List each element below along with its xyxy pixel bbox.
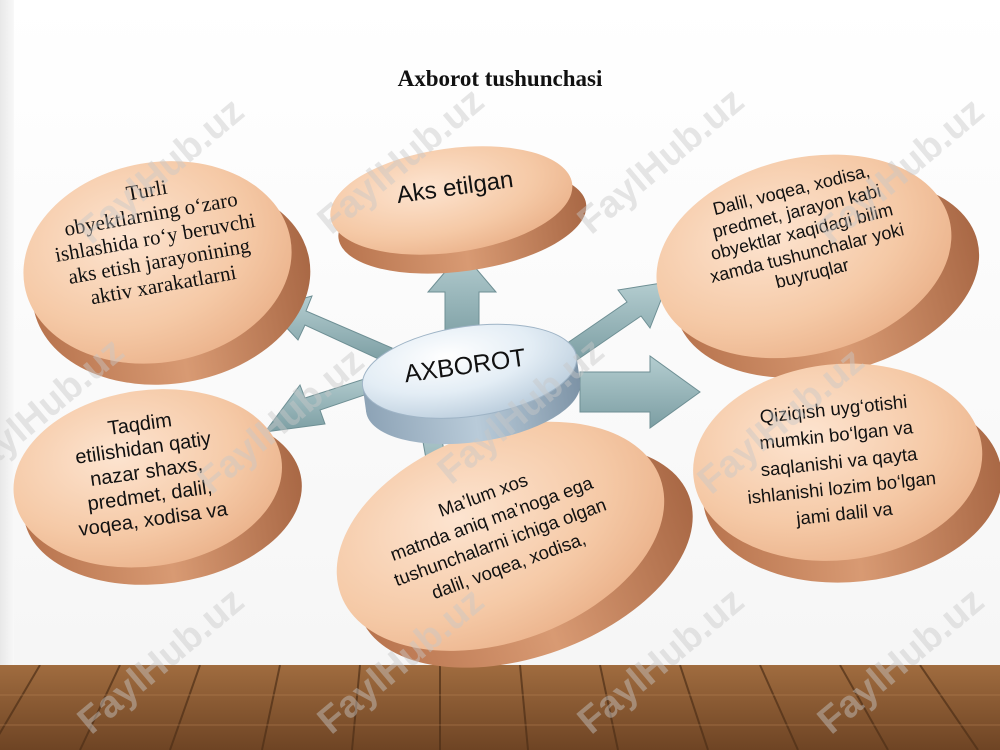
node-bottom-right-label: Qiziqish uyg‘otishi mumkin bo‘lgan va sa… bbox=[698, 382, 984, 579]
node-bottom-center-disc bbox=[336, 421, 693, 668]
center-disc bbox=[361, 323, 581, 445]
node-top-left-disc bbox=[23, 161, 311, 385]
wooden-floor bbox=[0, 665, 1000, 750]
node-bottom-left-disc bbox=[13, 389, 302, 585]
slide-title: Axborot tushunchasi bbox=[397, 66, 603, 91]
arrow-right bbox=[579, 355, 701, 429]
arrow-up-right bbox=[559, 281, 669, 363]
node-top-disc bbox=[330, 146, 587, 274]
node-bottom-right-disc bbox=[693, 363, 1000, 583]
slide-left-edge bbox=[0, 0, 14, 665]
node-top-right-disc bbox=[656, 154, 980, 378]
